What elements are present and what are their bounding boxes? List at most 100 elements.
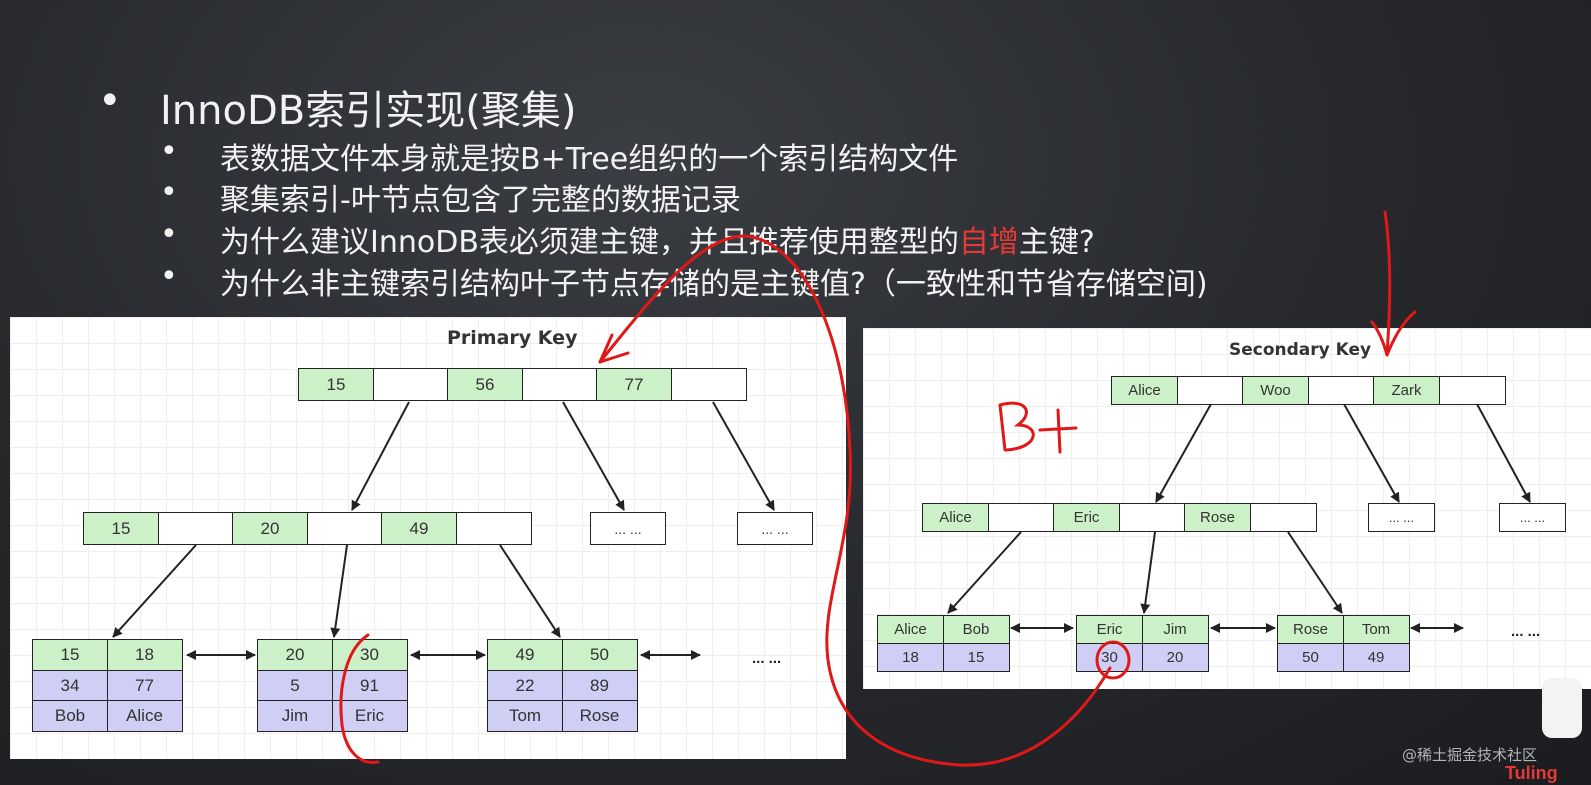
- tree-edge: [1140, 531, 1156, 614]
- tree-edge: [712, 401, 775, 511]
- data-cell: 77: [106, 669, 183, 702]
- pointer-cell: [372, 368, 449, 401]
- data-cell: 34: [32, 669, 108, 702]
- pointer-cell: [1176, 376, 1244, 405]
- bullet-dot: •: [160, 259, 178, 294]
- tree-edge: [499, 544, 561, 638]
- pointer-cell: [1307, 376, 1375, 405]
- key-cell: 20: [257, 639, 333, 671]
- highlight-text: 自增: [958, 225, 1019, 260]
- pointer-cell: [670, 368, 747, 401]
- tree-edge: [1287, 531, 1343, 614]
- primary-key-value-cell: 30: [1076, 642, 1143, 672]
- key-cell: Bob: [942, 615, 1010, 644]
- bullet-text-post: 主键?: [1018, 225, 1095, 260]
- secondary-placeholder-node: ... ...: [1368, 503, 1435, 532]
- key-cell: Alice: [922, 503, 989, 532]
- primary-key-value-cell: 20: [1141, 642, 1209, 672]
- bullet-dot: •: [160, 175, 178, 210]
- key-cell: Rose: [1184, 503, 1251, 532]
- key-cell: Tom: [1342, 615, 1410, 644]
- primary-key-title: Primary Key: [447, 327, 578, 349]
- primary-root-node: 15 56 77: [298, 368, 747, 401]
- tree-edge: [562, 401, 625, 511]
- bullet-text-pre: 为什么建议InnoDB表必须建主键，并且推荐使用整型的: [220, 225, 959, 260]
- primary-internal-node: 15 20 49: [83, 512, 532, 545]
- data-cell: 22: [487, 669, 563, 702]
- placeholder-cell: ... ...: [1368, 503, 1435, 532]
- key-cell: 49: [487, 639, 563, 671]
- placeholder-cell: ... ...: [590, 512, 666, 545]
- bullet-text: 聚集索引-叶节点包含了完整的数据记录: [220, 183, 741, 218]
- key-cell: 15: [83, 512, 159, 545]
- key-cell: Jim: [1141, 615, 1209, 644]
- tree-edge: [1476, 403, 1531, 503]
- tree-edge: [1343, 403, 1400, 503]
- placeholder-cell: ... ...: [737, 512, 813, 545]
- key-cell: Alice: [1111, 376, 1178, 405]
- pointer-cell: [157, 512, 234, 545]
- data-cell: Alice: [106, 700, 183, 732]
- key-cell: Eric: [1053, 503, 1120, 532]
- key-cell: 30: [331, 639, 408, 671]
- pointer-cell: [1249, 503, 1317, 532]
- tree-edge: [112, 544, 197, 638]
- pointer-cell: [1438, 376, 1506, 405]
- primary-key-value-cell: 18: [877, 642, 944, 672]
- data-cell: 89: [561, 669, 638, 702]
- pointer-cell: [455, 512, 532, 545]
- tree-edge: [947, 531, 1022, 614]
- secondary-root-node: Alice Woo Zark: [1111, 376, 1506, 405]
- pointer-cell: [306, 512, 383, 545]
- secondary-key-panel: Secondary Key Alice Woo Zark Alice Eric: [863, 328, 1591, 689]
- key-cell: 50: [561, 639, 638, 671]
- placeholder-cell: ... ...: [1499, 503, 1566, 532]
- data-cell: 91: [331, 669, 408, 702]
- key-cell: Zark: [1373, 376, 1440, 405]
- tree-edge: [351, 401, 410, 511]
- side-widget-icon[interactable]: [1542, 678, 1582, 738]
- brand-logo: Tuling: [1505, 763, 1558, 783]
- key-cell: 15: [32, 639, 108, 671]
- primary-key-value-cell: 15: [942, 642, 1010, 672]
- bullet-dot: •: [98, 78, 122, 124]
- leaf-more-ellipsis: ... ...: [752, 650, 782, 667]
- watermark-text: @稀土掘金技术社区: [1402, 746, 1538, 764]
- key-cell: Woo: [1242, 376, 1309, 405]
- bullet-dot: •: [160, 134, 178, 169]
- slide-title-text: InnoDB索引实现(聚集): [160, 88, 577, 134]
- key-cell: 18: [106, 639, 183, 671]
- primary-placeholder-node: ... ...: [737, 512, 813, 545]
- pointer-cell: [987, 503, 1055, 532]
- leaf-more-ellipsis: ... ...: [1511, 623, 1541, 640]
- bullet-text: 为什么建议InnoDB表必须建主键，并且推荐使用整型的自增主键?: [220, 217, 1095, 261]
- key-cell: 20: [232, 512, 308, 545]
- key-cell: Alice: [877, 615, 944, 644]
- data-cell: Jim: [257, 700, 333, 732]
- bullet-text: 表数据文件本身就是按B+Tree组织的一个索引结构文件: [220, 142, 959, 177]
- key-cell: Eric: [1076, 615, 1143, 644]
- primary-key-panel: Primary Key 15 56 77 15 20 49: [10, 317, 846, 759]
- key-cell: 56: [447, 368, 523, 401]
- data-cell: Rose: [561, 700, 638, 732]
- key-cell: 77: [596, 368, 672, 401]
- key-cell: 49: [381, 512, 457, 545]
- data-cell: Eric: [331, 700, 408, 732]
- data-cell: 5: [257, 669, 333, 702]
- key-cell: 15: [298, 368, 374, 401]
- primary-placeholder-node: ... ...: [590, 512, 666, 545]
- primary-key-value-cell: 49: [1342, 642, 1410, 672]
- tree-edge: [330, 544, 348, 638]
- pointer-cell: [521, 368, 598, 401]
- tree-edge: [1155, 403, 1212, 503]
- bullet-text: 为什么非主键索引结构叶子节点存储的是主键值?（一致性和节省存储空间): [220, 267, 1208, 302]
- data-cell: Tom: [487, 700, 563, 732]
- secondary-placeholder-node: ... ...: [1499, 503, 1566, 532]
- data-cell: Bob: [32, 700, 108, 732]
- bullet-dot: •: [160, 217, 178, 252]
